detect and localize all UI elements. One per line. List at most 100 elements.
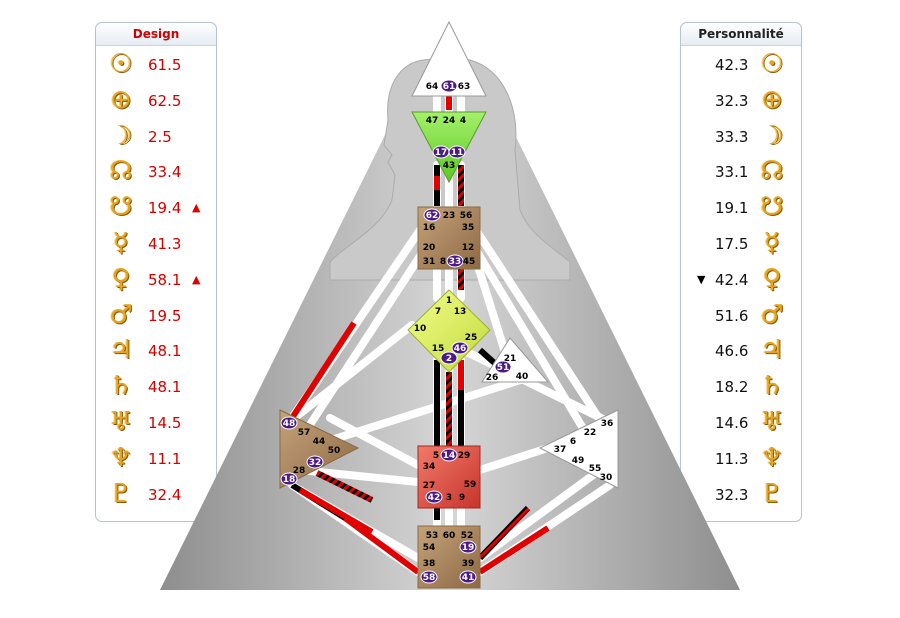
personality-planet-value: 42.4	[715, 270, 749, 289]
gate-7: 7	[435, 307, 441, 317]
gate-48: 48	[283, 419, 296, 429]
mars-icon: ♂	[109, 299, 133, 330]
gate-32: 32	[309, 458, 322, 468]
personality-planet-row: ♇32.3	[681, 479, 801, 513]
sun-icon: ☉	[760, 49, 784, 79]
design-planet-marker: ▲	[192, 272, 201, 286]
personality-panel: Personnalité ☉42.3⊕32.3☽33.3☊33.1☋19.1☿1…	[680, 22, 802, 522]
design-planet-row: ♃48.1	[96, 335, 216, 369]
design-panel-title: Design	[96, 23, 216, 46]
gate-46: 46	[454, 344, 467, 354]
personality-planet-row: ♂51.6	[681, 300, 801, 334]
gate-6: 6	[570, 437, 576, 447]
design-planet-marker: ▲	[192, 201, 201, 215]
gate-33: 33	[449, 257, 462, 267]
gate-52: 52	[461, 531, 474, 541]
design-planet-value: 2.5	[148, 127, 172, 146]
pluto-icon: ♇	[760, 478, 784, 509]
gate-41: 41	[462, 573, 475, 583]
gate-57: 57	[298, 428, 311, 438]
gate-9: 9	[459, 493, 465, 503]
gate-26: 26	[486, 373, 499, 383]
personality-planet-marker: ▼	[697, 272, 706, 286]
gate-42: 42	[428, 493, 441, 503]
gate-38: 38	[423, 559, 436, 569]
gate-2: 2	[446, 354, 452, 364]
gate-37: 37	[554, 445, 567, 455]
activated-gate-marker	[306, 455, 324, 469]
gate-36: 36	[601, 419, 614, 429]
activated-gate-marker	[280, 416, 298, 430]
design-planet-row: ☿41.3	[96, 228, 216, 262]
personality-planet-value: 33.3	[715, 127, 749, 146]
center-ajna	[411, 111, 487, 184]
uranus-icon: ♅	[109, 407, 133, 437]
personality-planet-row: ☉42.3	[681, 49, 801, 83]
activated-gate-marker	[459, 540, 477, 554]
gate-29: 29	[458, 451, 471, 461]
design-planet-value: 11.1	[148, 449, 182, 468]
personality-planet-value: 33.1	[715, 163, 749, 182]
activated-gate-marker	[459, 570, 477, 584]
personality-planet-value: 19.1	[715, 199, 749, 218]
personality-planet-value: 18.2	[715, 378, 749, 397]
personality-planet-value: 11.3	[715, 449, 749, 468]
center-solar-plexus	[538, 409, 619, 489]
activated-gate-marker	[280, 472, 298, 486]
gate-59: 59	[464, 480, 477, 490]
uranus-icon: ♅	[760, 407, 784, 437]
gate-62: 62	[426, 211, 439, 221]
north-node-icon: ☊	[109, 156, 133, 187]
design-planet-value: 61.5	[148, 56, 182, 74]
design-planet-value: 32.4	[148, 485, 182, 504]
gate-39: 39	[462, 559, 475, 569]
sun-icon: ☉	[109, 49, 133, 79]
gate-61: 61	[443, 82, 456, 92]
activated-gate-marker	[440, 351, 458, 365]
gate-44: 44	[313, 437, 326, 447]
personality-planet-row: ☽ 33.3	[681, 121, 801, 155]
earth-icon: ⊕	[110, 84, 132, 115]
gate-43: 43	[443, 161, 456, 171]
gate-54: 54	[423, 543, 436, 553]
gate-45: 45	[463, 257, 476, 267]
design-planet-value: 58.1	[148, 270, 182, 289]
gate-28: 28	[293, 466, 306, 476]
gate-60: 60	[443, 531, 456, 541]
gate-64: 64	[426, 82, 439, 92]
gate-35: 35	[462, 223, 475, 233]
activated-channels	[289, 96, 550, 575]
gate-17: 17	[435, 148, 448, 158]
gate-56: 56	[460, 211, 473, 221]
design-planet-row: ☉ 61.5	[96, 49, 216, 83]
gate-21: 21	[504, 354, 517, 364]
earth-icon: ⊕	[761, 84, 783, 115]
design-planet-value: 19.5	[148, 306, 182, 325]
personality-planet-row: ♅ 14.6	[681, 407, 801, 441]
venus-icon: ♀	[111, 263, 131, 294]
north-node-icon: ☊	[760, 156, 784, 187]
venus-icon: ♀	[762, 263, 782, 294]
design-planet-row: ♆11.1	[96, 443, 216, 477]
personality-planet-row: ♄18.2	[681, 371, 801, 405]
gate-49: 49	[572, 456, 585, 466]
gate-63: 63	[458, 82, 471, 92]
moon-icon: ☽	[760, 120, 784, 151]
personality-planet-row: ⊕32.3	[681, 85, 801, 119]
gate-40: 40	[516, 372, 529, 382]
gate-47: 47	[426, 116, 439, 126]
gate-53: 53	[426, 531, 439, 541]
jupiter-icon: ♃	[760, 335, 784, 366]
gate-19: 19	[462, 543, 475, 553]
design-planet-row: ♅14.5	[96, 407, 216, 441]
design-planet-row: ☋19.4▲	[96, 192, 216, 226]
gate-22: 22	[584, 428, 597, 438]
activated-gate-marker	[494, 360, 512, 374]
design-planet-value: 48.1	[148, 342, 182, 361]
activated-gate-marker	[440, 448, 458, 462]
personality-planet-value: 14.6	[715, 414, 749, 432]
design-planet-row: ☊33.4	[96, 156, 216, 190]
gate-18: 18	[283, 475, 296, 485]
